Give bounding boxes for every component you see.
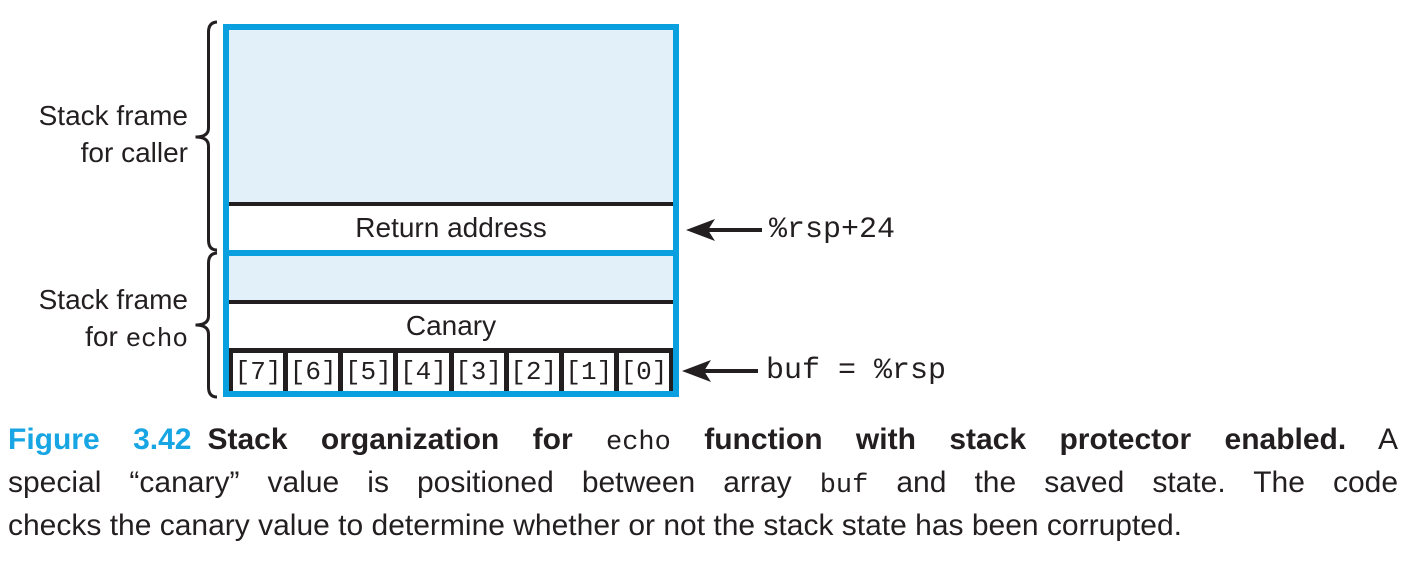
echo-frame-label-line1: Stack frame (38, 284, 188, 315)
echo-frame-label-code: echo (125, 324, 188, 354)
buffer-cell-1: [1] (558, 353, 614, 391)
caption-bold-a: Stack organization for (207, 423, 607, 456)
buf-rsp-annotation: buf = %rsp (766, 354, 947, 388)
return-address-row: Return address (229, 206, 673, 250)
buffer-cell-5: [5] (338, 353, 393, 391)
figure-caption: Figure 3.42 Stack organization for echo f… (8, 420, 1398, 546)
rsp24-arrow-head (686, 219, 715, 241)
caller-brace (195, 20, 218, 252)
caption-line-2: special “canary” value is positioned bet… (8, 463, 1398, 506)
rsp-plus-24-annotation: %rsp+24 (769, 213, 896, 247)
echo-frame-label: Stack frame for echo (0, 281, 188, 358)
buffer-cell-0: [0] (613, 353, 669, 391)
buffer-cell-7: [7] (234, 357, 282, 387)
buffer-cells-row: [7] [6] [5] [4] [3] [2] [1] [0] (229, 348, 673, 391)
caption-line2-b: and the saved state. The code (868, 466, 1399, 499)
separator-line-above-canary (229, 300, 673, 304)
caption-line2-a: special “canary” value is positioned bet… (8, 466, 820, 499)
caption-code-buf: buf (819, 471, 869, 501)
separator-line-above-return-address (229, 202, 673, 206)
echo-frame-label-for: for (85, 321, 126, 352)
caption-bold-b: function with stack protector enabled. (670, 423, 1347, 456)
caller-frame-label-line2: for caller (80, 137, 188, 168)
echo-brace (195, 251, 218, 399)
caption-line1-tail: A (1346, 423, 1398, 456)
buffer-cell-3: [3] (448, 353, 504, 391)
caption-code-echo: echo (606, 428, 671, 458)
caller-frame-label-line1: Stack frame (38, 100, 188, 131)
canary-row: Canary (229, 304, 673, 348)
echo-frame-label-line2: for echo (0, 318, 188, 358)
caption-line-1: Figure 3.42 Stack organization for echo f… (8, 420, 1398, 463)
echo-frame-fill (229, 256, 673, 300)
caller-frame-label: Stack frame for caller (0, 97, 188, 171)
buffer-cell-6: [6] (283, 353, 338, 391)
stack-diagram-box: Return address Canary [7] [6] [5] [4] [3… (223, 24, 679, 397)
buffer-cell-4: [4] (393, 353, 448, 391)
caller-frame-fill (229, 30, 673, 202)
buf-arrow-head (682, 360, 711, 382)
buffer-cell-2: [2] (503, 353, 559, 391)
frame-boundary-separator (229, 250, 673, 256)
figure-number: Figure 3.42 (8, 423, 192, 456)
caption-line-3: checks the canary value to determine whe… (8, 509, 1182, 542)
